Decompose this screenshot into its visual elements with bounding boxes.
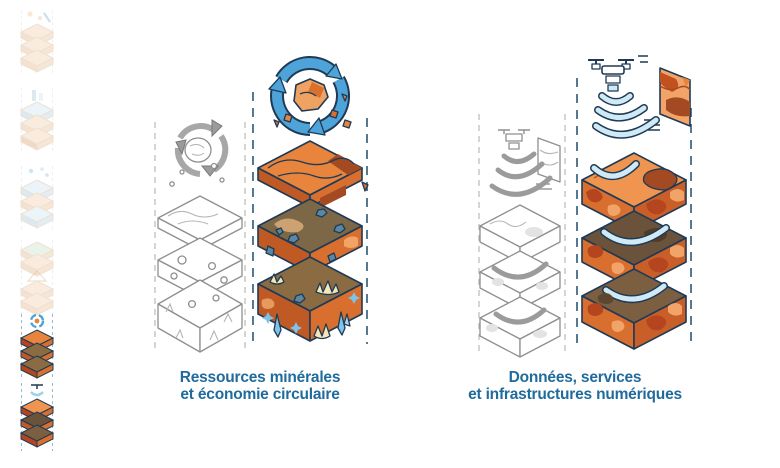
sparkle-icon — [290, 322, 302, 334]
minimap-item-digital-data[interactable] — [20, 383, 54, 451]
ore-rock-icon — [34, 318, 40, 324]
terrain-layer-bottom — [581, 268, 687, 350]
caption-line: Ressources minérales — [179, 369, 341, 386]
minimap-item-underground-works[interactable] — [20, 270, 54, 316]
recycle-arrows-icon — [268, 55, 352, 136]
pickaxe-icon — [43, 12, 51, 23]
mineral-resources-colored-stack — [252, 55, 369, 344]
water-drop-icon — [28, 168, 34, 174]
page-minimap — [20, 10, 54, 451]
signal-waves-icon — [30, 391, 44, 397]
recycle-arrows-sketch-icon — [169, 119, 229, 187]
minimap-item-groundwater[interactable] — [20, 166, 54, 232]
drone-icon — [588, 55, 648, 92]
caption-line: et économie circulaire — [180, 386, 340, 403]
rock-icon — [27, 11, 33, 17]
figure-caption-digital-data: Données, services et infrastructures num… — [425, 369, 725, 403]
sketch-layer-middle — [479, 250, 561, 310]
sketch-layer-top — [479, 204, 561, 264]
tower-icon — [32, 90, 36, 101]
crystal-icon — [273, 311, 351, 338]
drone-sketch-icon — [498, 129, 530, 150]
terrain-layer-top — [257, 140, 369, 208]
caption-line: et infrastructures numériques — [468, 386, 682, 403]
ore-rock-sketch-icon — [184, 137, 212, 163]
minimap-item-mineral-resources[interactable] — [20, 313, 54, 380]
water-drop-icon — [40, 167, 44, 171]
caption-line: Données, services — [508, 369, 642, 386]
map-card-sketch-icon — [536, 137, 561, 190]
terrain-layer-bottom — [257, 256, 363, 342]
map-card-icon — [644, 67, 691, 131]
tower-icon — [39, 93, 43, 101]
sketch-layer-bottom — [479, 296, 561, 358]
mineral-resources-sketch-stack — [154, 119, 246, 353]
water-drop-icon — [45, 173, 49, 177]
sketch-layer-bottom — [157, 279, 243, 353]
ore-rock-icon — [293, 78, 329, 112]
figure-caption-mineral-resources: Ressources minérales et économie circula… — [128, 369, 392, 403]
digital-data-colored-stack — [576, 55, 692, 350]
drone-icon — [31, 384, 43, 389]
minimap-item-land-surface[interactable] — [20, 240, 54, 277]
signal-waves-sketch-icon — [489, 151, 553, 197]
digital-data-sketch-stack — [478, 114, 566, 358]
signal-waves-icon — [592, 92, 660, 139]
sparkle-icon — [348, 292, 360, 304]
recycle-arrows-icon — [29, 313, 45, 329]
minimap-item-subsoil-mining[interactable] — [20, 10, 54, 76]
sparkle-icon — [262, 312, 274, 324]
minimap-item-energy[interactable] — [20, 88, 54, 154]
terrain-layer-middle — [257, 198, 363, 286]
rock-icon — [38, 16, 42, 20]
